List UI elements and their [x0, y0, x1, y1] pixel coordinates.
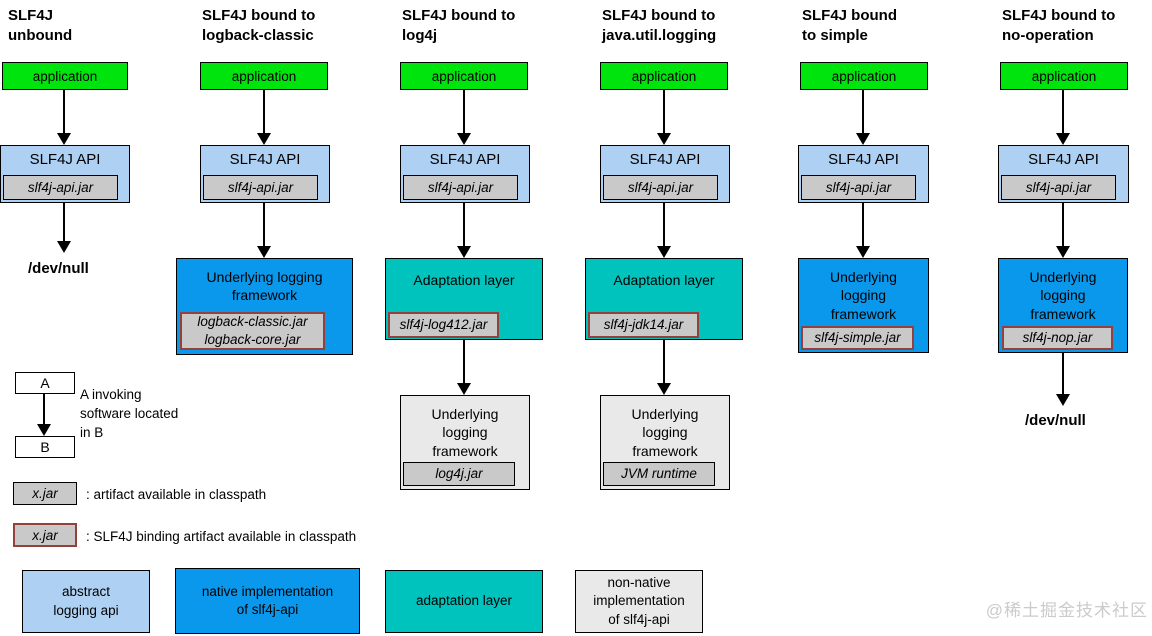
slf4j-api-label: SLF4J API — [828, 151, 899, 168]
underlying-framework-box: Underlying logging framework slf4j-nop.j… — [998, 258, 1128, 353]
flow-arrow-icon — [656, 203, 672, 258]
legend-binding-caption: : SLF4J binding artifact available in cl… — [86, 529, 357, 544]
underlying-framework-label: Underlying logging framework — [631, 406, 699, 459]
legend-artifact-caption: : artifact available in classpath — [86, 487, 267, 502]
dev-null-label: /dev/null — [28, 260, 89, 277]
slf4j-api-label: SLF4J API — [29, 151, 101, 168]
slf4j-api-label: SLF4J API — [1028, 151, 1099, 168]
flow-arrow-icon — [1055, 90, 1071, 145]
slf4j-api-jar: slf4j-api.jar — [603, 175, 718, 200]
slf4j-api-box: SLF4J API slf4j-api.jar — [0, 145, 130, 203]
legend-abstract-api-label: abstract logging api — [53, 584, 119, 618]
slf4j-api-box: SLF4J API slf4j-api.jar — [400, 145, 530, 203]
application-box: application — [1000, 62, 1128, 90]
legend-adaptation-label: adaptation layer — [415, 593, 513, 609]
underlying-framework-box: Underlying logging framework JVM runtime — [600, 395, 730, 490]
flow-arrow-icon — [256, 90, 272, 145]
legend-a-box: A — [15, 372, 75, 394]
nop-binding-jar: slf4j-nop.jar — [1002, 326, 1113, 350]
adaptation-layer-label: Adaptation layer — [413, 272, 515, 288]
application-box: application — [2, 62, 128, 90]
underlying-framework-label: Underlying logging framework — [1029, 269, 1097, 322]
application-label: application — [431, 68, 497, 84]
slf4j-api-box: SLF4J API slf4j-api.jar — [600, 145, 730, 203]
slf4j-api-jar: slf4j-api.jar — [3, 175, 118, 200]
application-label: application — [32, 68, 98, 84]
application-label: application — [631, 68, 697, 84]
legend-native-impl-label: native implementation of slf4j-api — [201, 583, 334, 617]
slf4j-api-box: SLF4J API slf4j-api.jar — [200, 145, 330, 203]
legend-native-impl-box: native implementation of slf4j-api — [175, 568, 360, 634]
flow-arrow-icon — [36, 394, 52, 436]
application-box: application — [400, 62, 528, 90]
legend-abstract-api-box: abstract logging api — [22, 570, 150, 633]
column-title-log4j: SLF4J bound to log4j — [402, 7, 516, 44]
application-box: application — [600, 62, 728, 90]
underlying-framework-box: Underlying logging framework slf4j-simpl… — [798, 258, 929, 353]
underlying-framework-label: Underlying logging framework — [431, 406, 499, 459]
application-box: application — [200, 62, 328, 90]
slf4j-api-jar: slf4j-api.jar — [203, 175, 318, 200]
flow-arrow-icon — [456, 203, 472, 258]
adaptation-layer-label: Adaptation layer — [613, 272, 715, 288]
slf4j-api-label: SLF4J API — [629, 151, 701, 168]
log4j-jar: log4j.jar — [403, 462, 515, 486]
legend-adaptation-box: adaptation layer — [385, 570, 543, 633]
slf4j-api-jar: slf4j-api.jar — [1001, 175, 1116, 200]
legend-b-label: B — [40, 439, 50, 455]
application-label: application — [1031, 68, 1097, 84]
slf4j-api-jar: slf4j-api.jar — [403, 175, 518, 200]
simple-binding-jar: slf4j-simple.jar — [801, 326, 914, 350]
flow-arrow-icon — [56, 90, 72, 145]
flow-arrow-icon — [1055, 353, 1071, 406]
flow-arrow-icon — [656, 90, 672, 145]
underlying-framework-label: Underlying logging framework — [206, 269, 323, 304]
column-title-unbound: SLF4J unbound — [8, 7, 73, 44]
column-title-logback: SLF4J bound to logback-classic — [202, 7, 316, 44]
slf4j-api-label: SLF4J API — [429, 151, 501, 168]
flow-arrow-icon — [456, 90, 472, 145]
legend-artifact-jar-box: x.jar — [13, 482, 77, 505]
flow-arrow-icon — [256, 203, 272, 258]
watermark-text: @稀土掘金技术社区 — [985, 601, 1148, 620]
slf4j-api-jar: slf4j-api.jar — [801, 175, 916, 200]
jvm-runtime-jar: JVM runtime — [603, 462, 715, 486]
column-title-jul: SLF4J bound to java.util.logging — [602, 7, 717, 44]
log4j-binding-jar: slf4j-log412.jar — [388, 312, 499, 338]
flow-arrow-icon — [855, 203, 871, 258]
underlying-framework-box: Underlying logging framework logback-cla… — [176, 258, 353, 355]
underlying-framework-label: Underlying logging framework — [830, 269, 897, 322]
legend-binding-jar-box: x.jar — [13, 523, 77, 547]
application-box: application — [800, 62, 928, 90]
flow-arrow-icon — [1055, 203, 1071, 258]
legend-ab-caption: A invoking software located in B — [80, 387, 179, 440]
underlying-framework-box: Underlying logging framework log4j.jar — [400, 395, 530, 490]
adaptation-layer-box: Adaptation layer slf4j-log412.jar — [385, 258, 543, 340]
slf4j-api-box: SLF4J API slf4j-api.jar — [798, 145, 929, 203]
slf4j-api-label: SLF4J API — [229, 151, 301, 168]
legend-a-label: A — [40, 375, 50, 391]
adaptation-layer-box: Adaptation layer slf4j-jdk14.jar — [585, 258, 743, 340]
column-title-nop: SLF4J bound to no-operation — [1002, 7, 1116, 44]
flow-arrow-icon — [855, 90, 871, 145]
legend-non-native-label: non-native implementation of slf4j-api — [593, 575, 685, 627]
application-label: application — [231, 68, 297, 84]
logback-binding-jars: logback-classic.jar logback-core.jar — [180, 312, 325, 350]
column-title-simple: SLF4J bound to simple — [802, 7, 897, 44]
jdk14-binding-jar: slf4j-jdk14.jar — [588, 312, 699, 338]
application-label: application — [831, 68, 897, 84]
flow-arrow-icon — [656, 340, 672, 395]
dev-null-label: /dev/null — [1025, 412, 1086, 429]
flow-arrow-icon — [56, 203, 72, 253]
flow-arrow-icon — [456, 340, 472, 395]
legend-b-box: B — [15, 436, 75, 458]
legend-non-native-box: non-native implementation of slf4j-api — [575, 570, 703, 633]
slf4j-api-box: SLF4J API slf4j-api.jar — [998, 145, 1129, 203]
